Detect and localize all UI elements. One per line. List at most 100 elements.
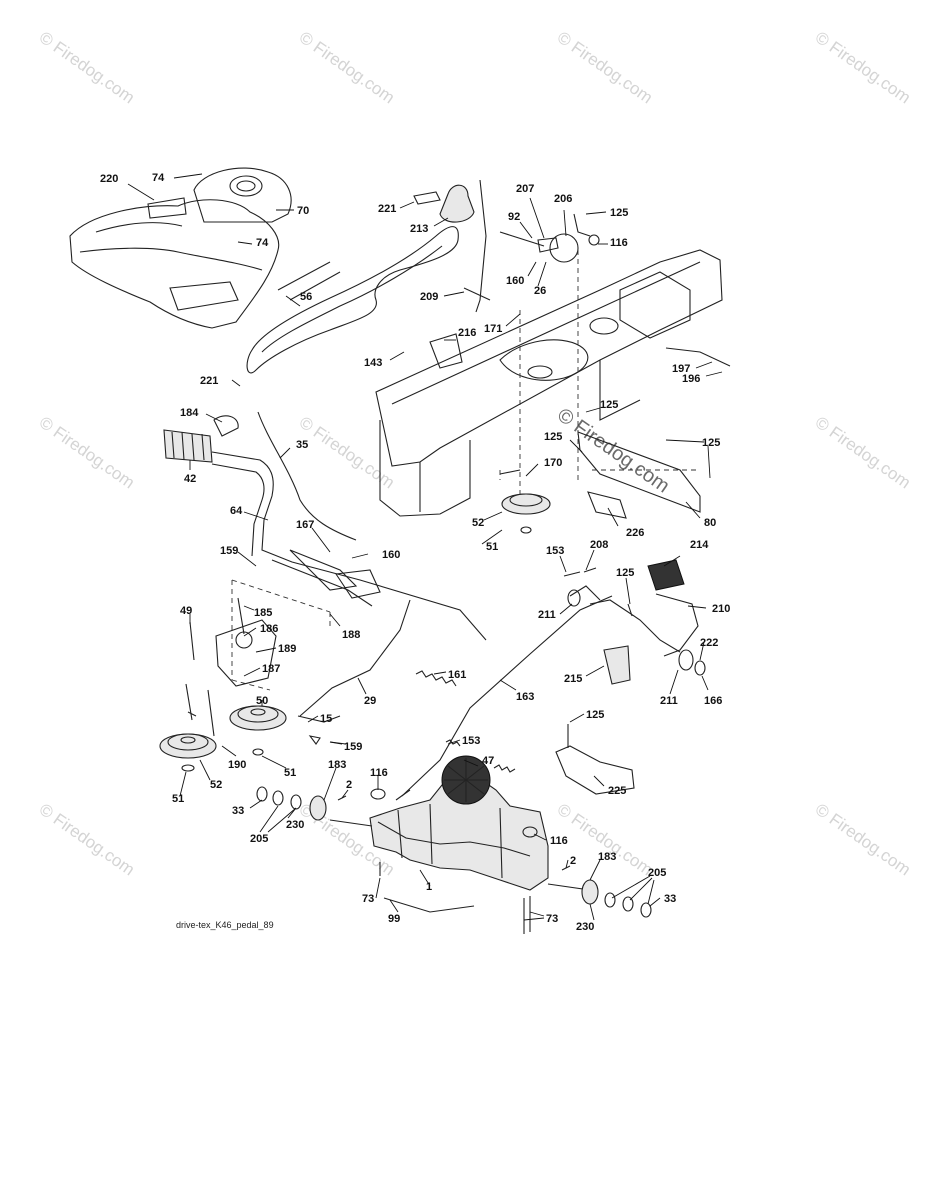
callout-2: 2 bbox=[346, 779, 352, 791]
watermark-text: © Firedog.com bbox=[812, 413, 914, 493]
callout-33: 33 bbox=[664, 893, 676, 905]
callout-73: 73 bbox=[362, 893, 374, 905]
callout-26: 26 bbox=[534, 285, 546, 297]
callout-213: 213 bbox=[410, 223, 428, 235]
callout-205: 205 bbox=[648, 867, 666, 879]
callout-159: 159 bbox=[344, 741, 362, 753]
callout-116: 116 bbox=[550, 835, 568, 847]
callout-222: 222 bbox=[700, 637, 718, 649]
callout-171: 171 bbox=[484, 323, 502, 335]
shift-lever-assembly bbox=[163, 411, 487, 641]
callout-1: 1 bbox=[426, 881, 432, 893]
callout-labels: 220 74 70 74 221 213 207 92 206 125 116 … bbox=[100, 172, 730, 933]
callout-116: 116 bbox=[610, 237, 628, 249]
callout-189: 189 bbox=[278, 643, 296, 655]
pedal-assembly bbox=[563, 559, 706, 685]
diagram-caption: drive-tex_K46_pedal_89 bbox=[176, 920, 274, 930]
callout-221: 221 bbox=[378, 203, 396, 215]
callout-143: 143 bbox=[364, 357, 382, 369]
callout-196: 196 bbox=[682, 373, 700, 385]
callout-116: 116 bbox=[370, 767, 388, 779]
shift-hardware bbox=[413, 184, 600, 369]
callout-184: 184 bbox=[180, 407, 199, 419]
callout-125: 125 bbox=[616, 567, 634, 579]
callout-210: 210 bbox=[712, 603, 730, 615]
callout-206: 206 bbox=[554, 193, 572, 205]
callout-166: 166 bbox=[704, 695, 722, 707]
callout-167: 167 bbox=[296, 519, 314, 531]
watermark-text: © Firedog.com bbox=[812, 800, 914, 880]
callout-125: 125 bbox=[544, 431, 562, 443]
callout-170: 170 bbox=[544, 457, 562, 469]
callout-125: 125 bbox=[702, 437, 720, 449]
callout-51: 51 bbox=[284, 767, 296, 779]
callout-52: 52 bbox=[472, 517, 484, 529]
callout-29: 29 bbox=[364, 695, 376, 707]
callout-33: 33 bbox=[232, 805, 244, 817]
callout-35: 35 bbox=[296, 439, 308, 451]
callout-99: 99 bbox=[388, 913, 400, 925]
callout-56: 56 bbox=[300, 291, 312, 303]
callout-186: 186 bbox=[260, 623, 278, 635]
callout-74: 74 bbox=[152, 172, 165, 184]
callout-160: 160 bbox=[506, 275, 524, 287]
callout-188: 188 bbox=[342, 629, 360, 641]
callout-208: 208 bbox=[590, 539, 608, 551]
watermark-text: © Firedog.com bbox=[296, 28, 398, 108]
hood-seat-assembly bbox=[69, 167, 341, 329]
callout-49: 49 bbox=[180, 605, 192, 617]
watermark-text: © Firedog.com bbox=[36, 28, 138, 108]
callout-230: 230 bbox=[576, 921, 594, 933]
callout-205: 205 bbox=[250, 833, 268, 845]
callout-159: 159 bbox=[220, 545, 238, 557]
bracket bbox=[555, 745, 635, 795]
callout-214: 214 bbox=[690, 539, 709, 551]
callout-187: 187 bbox=[262, 663, 280, 675]
callout-163: 163 bbox=[516, 691, 534, 703]
watermark-text: © Firedog.com bbox=[554, 28, 656, 108]
callout-2: 2 bbox=[570, 855, 576, 867]
callout-73: 73 bbox=[546, 913, 558, 925]
transaxle bbox=[329, 755, 591, 934]
callout-47: 47 bbox=[482, 755, 494, 767]
callout-51: 51 bbox=[486, 541, 498, 553]
callout-153: 153 bbox=[462, 735, 480, 747]
callout-80: 80 bbox=[704, 517, 716, 529]
reference-lines bbox=[231, 250, 700, 691]
callout-92: 92 bbox=[508, 211, 520, 223]
watermark-text: © Firedog.com bbox=[36, 413, 138, 493]
callout-230: 230 bbox=[286, 819, 304, 831]
callout-197: 197 bbox=[672, 363, 690, 375]
control-rod bbox=[299, 599, 411, 717]
watermark-text: © Firedog.com bbox=[36, 800, 138, 880]
callout-215: 215 bbox=[564, 673, 582, 685]
callout-153: 153 bbox=[546, 545, 564, 557]
callout-50: 50 bbox=[256, 695, 268, 707]
axle-hardware bbox=[256, 739, 652, 918]
callout-221: 221 bbox=[200, 375, 218, 387]
spring bbox=[415, 670, 457, 687]
callout-161: 161 bbox=[448, 669, 466, 681]
watermark-text: © Firedog.com bbox=[812, 28, 914, 108]
callout-211: 211 bbox=[538, 609, 556, 621]
callout-185: 185 bbox=[254, 607, 272, 619]
callout-74: 74 bbox=[256, 237, 269, 249]
callout-216: 216 bbox=[458, 327, 476, 339]
shift-rod bbox=[463, 179, 491, 313]
callout-207: 207 bbox=[516, 183, 534, 195]
callout-220: 220 bbox=[100, 173, 118, 185]
drive-belt bbox=[246, 226, 459, 374]
callout-190: 190 bbox=[228, 759, 246, 771]
watermark-center-text: © Firedog.com bbox=[553, 404, 673, 497]
watermark-text: © Firedog.com bbox=[554, 800, 656, 880]
pulley-bracket-assembly bbox=[159, 469, 551, 772]
callout-160: 160 bbox=[382, 549, 400, 561]
callout-211: 211 bbox=[660, 695, 678, 707]
callout-125: 125 bbox=[600, 399, 618, 411]
callout-51: 51 bbox=[172, 793, 184, 805]
callout-226: 226 bbox=[626, 527, 644, 539]
callout-209: 209 bbox=[420, 291, 438, 303]
callout-52: 52 bbox=[210, 779, 222, 791]
callout-125: 125 bbox=[586, 709, 604, 721]
